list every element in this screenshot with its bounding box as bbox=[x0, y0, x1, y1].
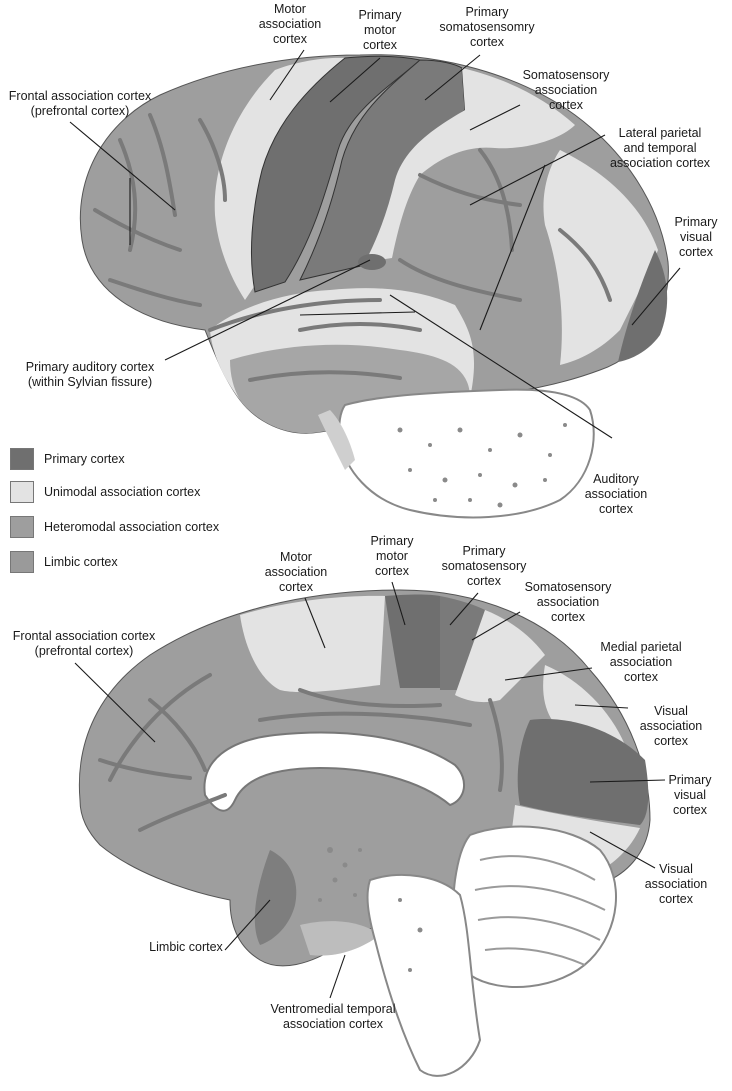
medial-primary-visual-region bbox=[517, 719, 649, 825]
lateral-visual-association-region bbox=[543, 150, 658, 365]
legend-label-unimodal: Unimodal association cortex bbox=[44, 485, 201, 499]
lateral-label-frontal-association: Frontal association cortex (prefrontal c… bbox=[8, 89, 152, 118]
medial-label-primary-somatosensory: Primary somatosensory cortex bbox=[441, 544, 527, 588]
medial-corpus-callosum bbox=[203, 731, 465, 812]
legend-swatch-limbic bbox=[10, 551, 34, 573]
medial-label-visual-association-lower: Visual association cortex bbox=[644, 862, 708, 906]
lateral-cerebellum bbox=[338, 388, 595, 519]
medial-cerebellum-texture bbox=[474, 855, 606, 966]
medial-brain bbox=[78, 589, 651, 1077]
medial-primary-somatosensory-region bbox=[440, 596, 485, 690]
lateral-somatosensory-association-region bbox=[365, 68, 575, 262]
medial-label-primary-motor: Primary motor cortex bbox=[370, 534, 414, 578]
lateral-primary-auditory-region bbox=[358, 254, 386, 270]
lateral-label-motor-association: Motor association cortex bbox=[258, 2, 322, 46]
legend-swatch-heteromodal bbox=[10, 516, 34, 538]
lateral-brainstem bbox=[318, 410, 355, 470]
medial-primary-motor-region bbox=[385, 594, 440, 688]
medial-leader-lines bbox=[74, 581, 666, 999]
medial-label-limbic: Limbic cortex bbox=[149, 940, 223, 954]
medial-label-motor-association: Motor association cortex bbox=[264, 550, 328, 594]
medial-label-primary-visual: Primary visual cortex bbox=[668, 773, 712, 817]
medial-label-visual-association-upper: Visual association cortex bbox=[639, 704, 703, 748]
lateral-label-auditory-association: Auditory association cortex bbox=[584, 472, 648, 516]
lateral-label-primary-auditory: Primary auditory cortex (within Sylvian … bbox=[25, 360, 155, 389]
medial-brainstem bbox=[366, 874, 482, 1077]
lateral-brain bbox=[79, 54, 669, 519]
legend-label-limbic: Limbic cortex bbox=[44, 555, 118, 569]
medial-motor-association-region bbox=[240, 595, 385, 693]
medial-label-ventromedial: Ventromedial temporal association cortex bbox=[270, 1002, 396, 1031]
lateral-label-primary-motor: Primary motor cortex bbox=[358, 8, 402, 52]
medial-midbrain-texture bbox=[318, 847, 423, 972]
medial-sulci bbox=[98, 673, 504, 832]
lateral-sulci bbox=[93, 113, 612, 382]
medial-limbic-region bbox=[254, 850, 297, 945]
medial-somatosensory-association-region bbox=[455, 610, 545, 703]
legend-swatch-unimodal bbox=[10, 481, 34, 503]
lateral-label-primary-somatosensory: Primary somatosensomry cortex bbox=[439, 5, 535, 49]
lateral-cerebellum-texture bbox=[397, 423, 567, 508]
lateral-label-primary-visual: Primary visual cortex bbox=[674, 215, 718, 259]
medial-ventromedial-region bbox=[300, 921, 380, 956]
lateral-primary-visual-region bbox=[618, 250, 668, 362]
medial-label-medial-parietal: Medial parietal association cortex bbox=[600, 640, 682, 684]
medial-label-frontal-association: Frontal association cortex (prefrontal c… bbox=[12, 629, 156, 658]
lateral-label-somatosensory-association: Somatosensory association cortex bbox=[522, 68, 610, 112]
legend-swatch-primary bbox=[10, 448, 34, 470]
lateral-label-lateral-parietal: Lateral parietal and temporal associatio… bbox=[609, 126, 711, 170]
medial-label-somatosensory-association: Somatosensory association cortex bbox=[524, 580, 612, 624]
legend-label-primary: Primary cortex bbox=[44, 452, 125, 466]
medial-cerebellum bbox=[452, 825, 617, 988]
legend-label-heteromodal: Heteromodal association cortex bbox=[44, 520, 220, 534]
lateral-leader-lines bbox=[69, 49, 681, 439]
